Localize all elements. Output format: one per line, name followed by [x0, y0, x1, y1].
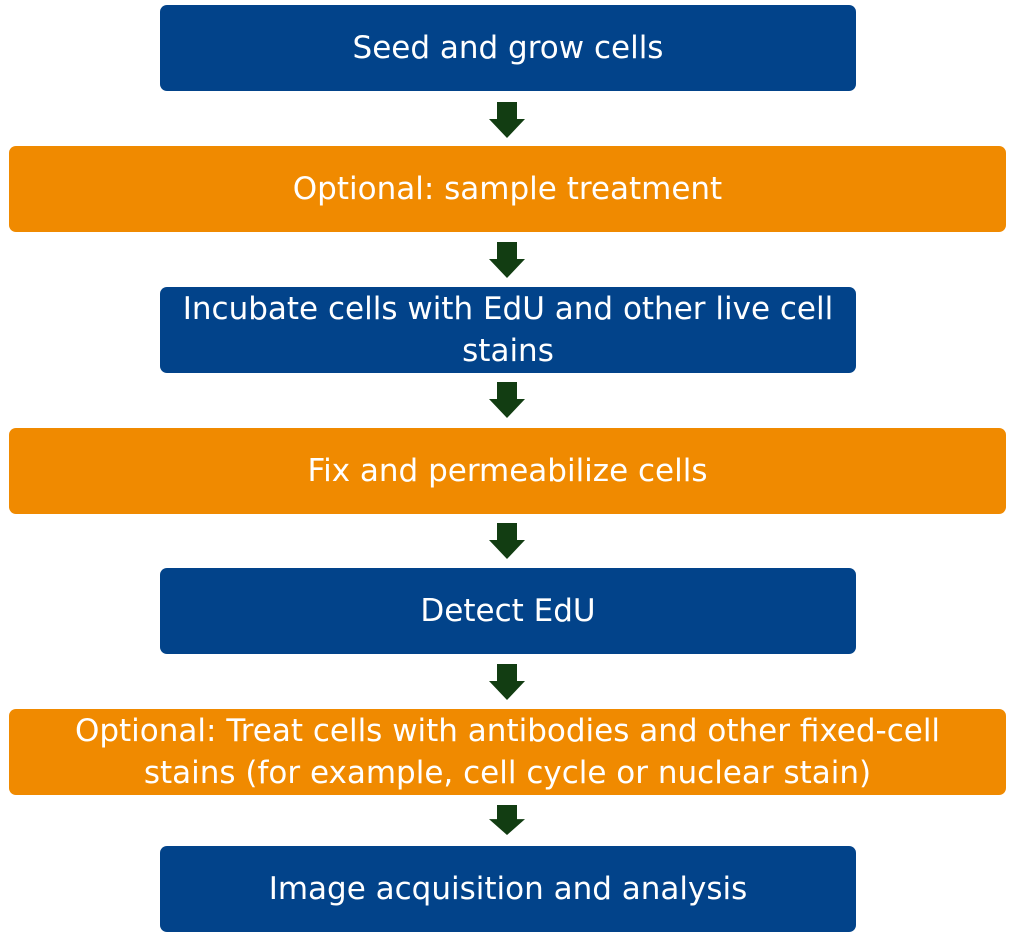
- step-label: Fix and permeabilize cells: [307, 453, 708, 489]
- down-arrow-icon: [489, 102, 525, 138]
- down-arrow-icon: [489, 242, 525, 278]
- down-arrow-icon: [489, 523, 525, 559]
- down-arrow-icon: [489, 382, 525, 418]
- step-optional-sample-treatment: Optional: sample treatment: [9, 146, 1006, 232]
- step-fix-and-permeabilize: Fix and permeabilize cells: [9, 428, 1006, 514]
- step-label: Image acquisition and analysis: [268, 871, 748, 907]
- step-seed-and-grow-cells: Seed and grow cells: [160, 5, 856, 91]
- step-label: Detect EdU: [420, 593, 596, 629]
- step-label: Incubate cells with EdU and other live c…: [182, 291, 834, 369]
- step-label: Seed and grow cells: [352, 30, 664, 66]
- step-incubate-with-edu: Incubate cells with EdU and other live c…: [160, 287, 856, 373]
- step-label: Optional: sample treatment: [292, 171, 723, 207]
- step-label: Optional: Treat cells with antibodies an…: [74, 713, 941, 791]
- step-optional-antibody-staining: Optional: Treat cells with antibodies an…: [9, 709, 1006, 795]
- step-image-acquisition-and-analysis: Image acquisition and analysis: [160, 846, 856, 932]
- down-arrow-icon: [489, 805, 525, 835]
- down-arrow-icon: [489, 664, 525, 700]
- step-detect-edu: Detect EdU: [160, 568, 856, 654]
